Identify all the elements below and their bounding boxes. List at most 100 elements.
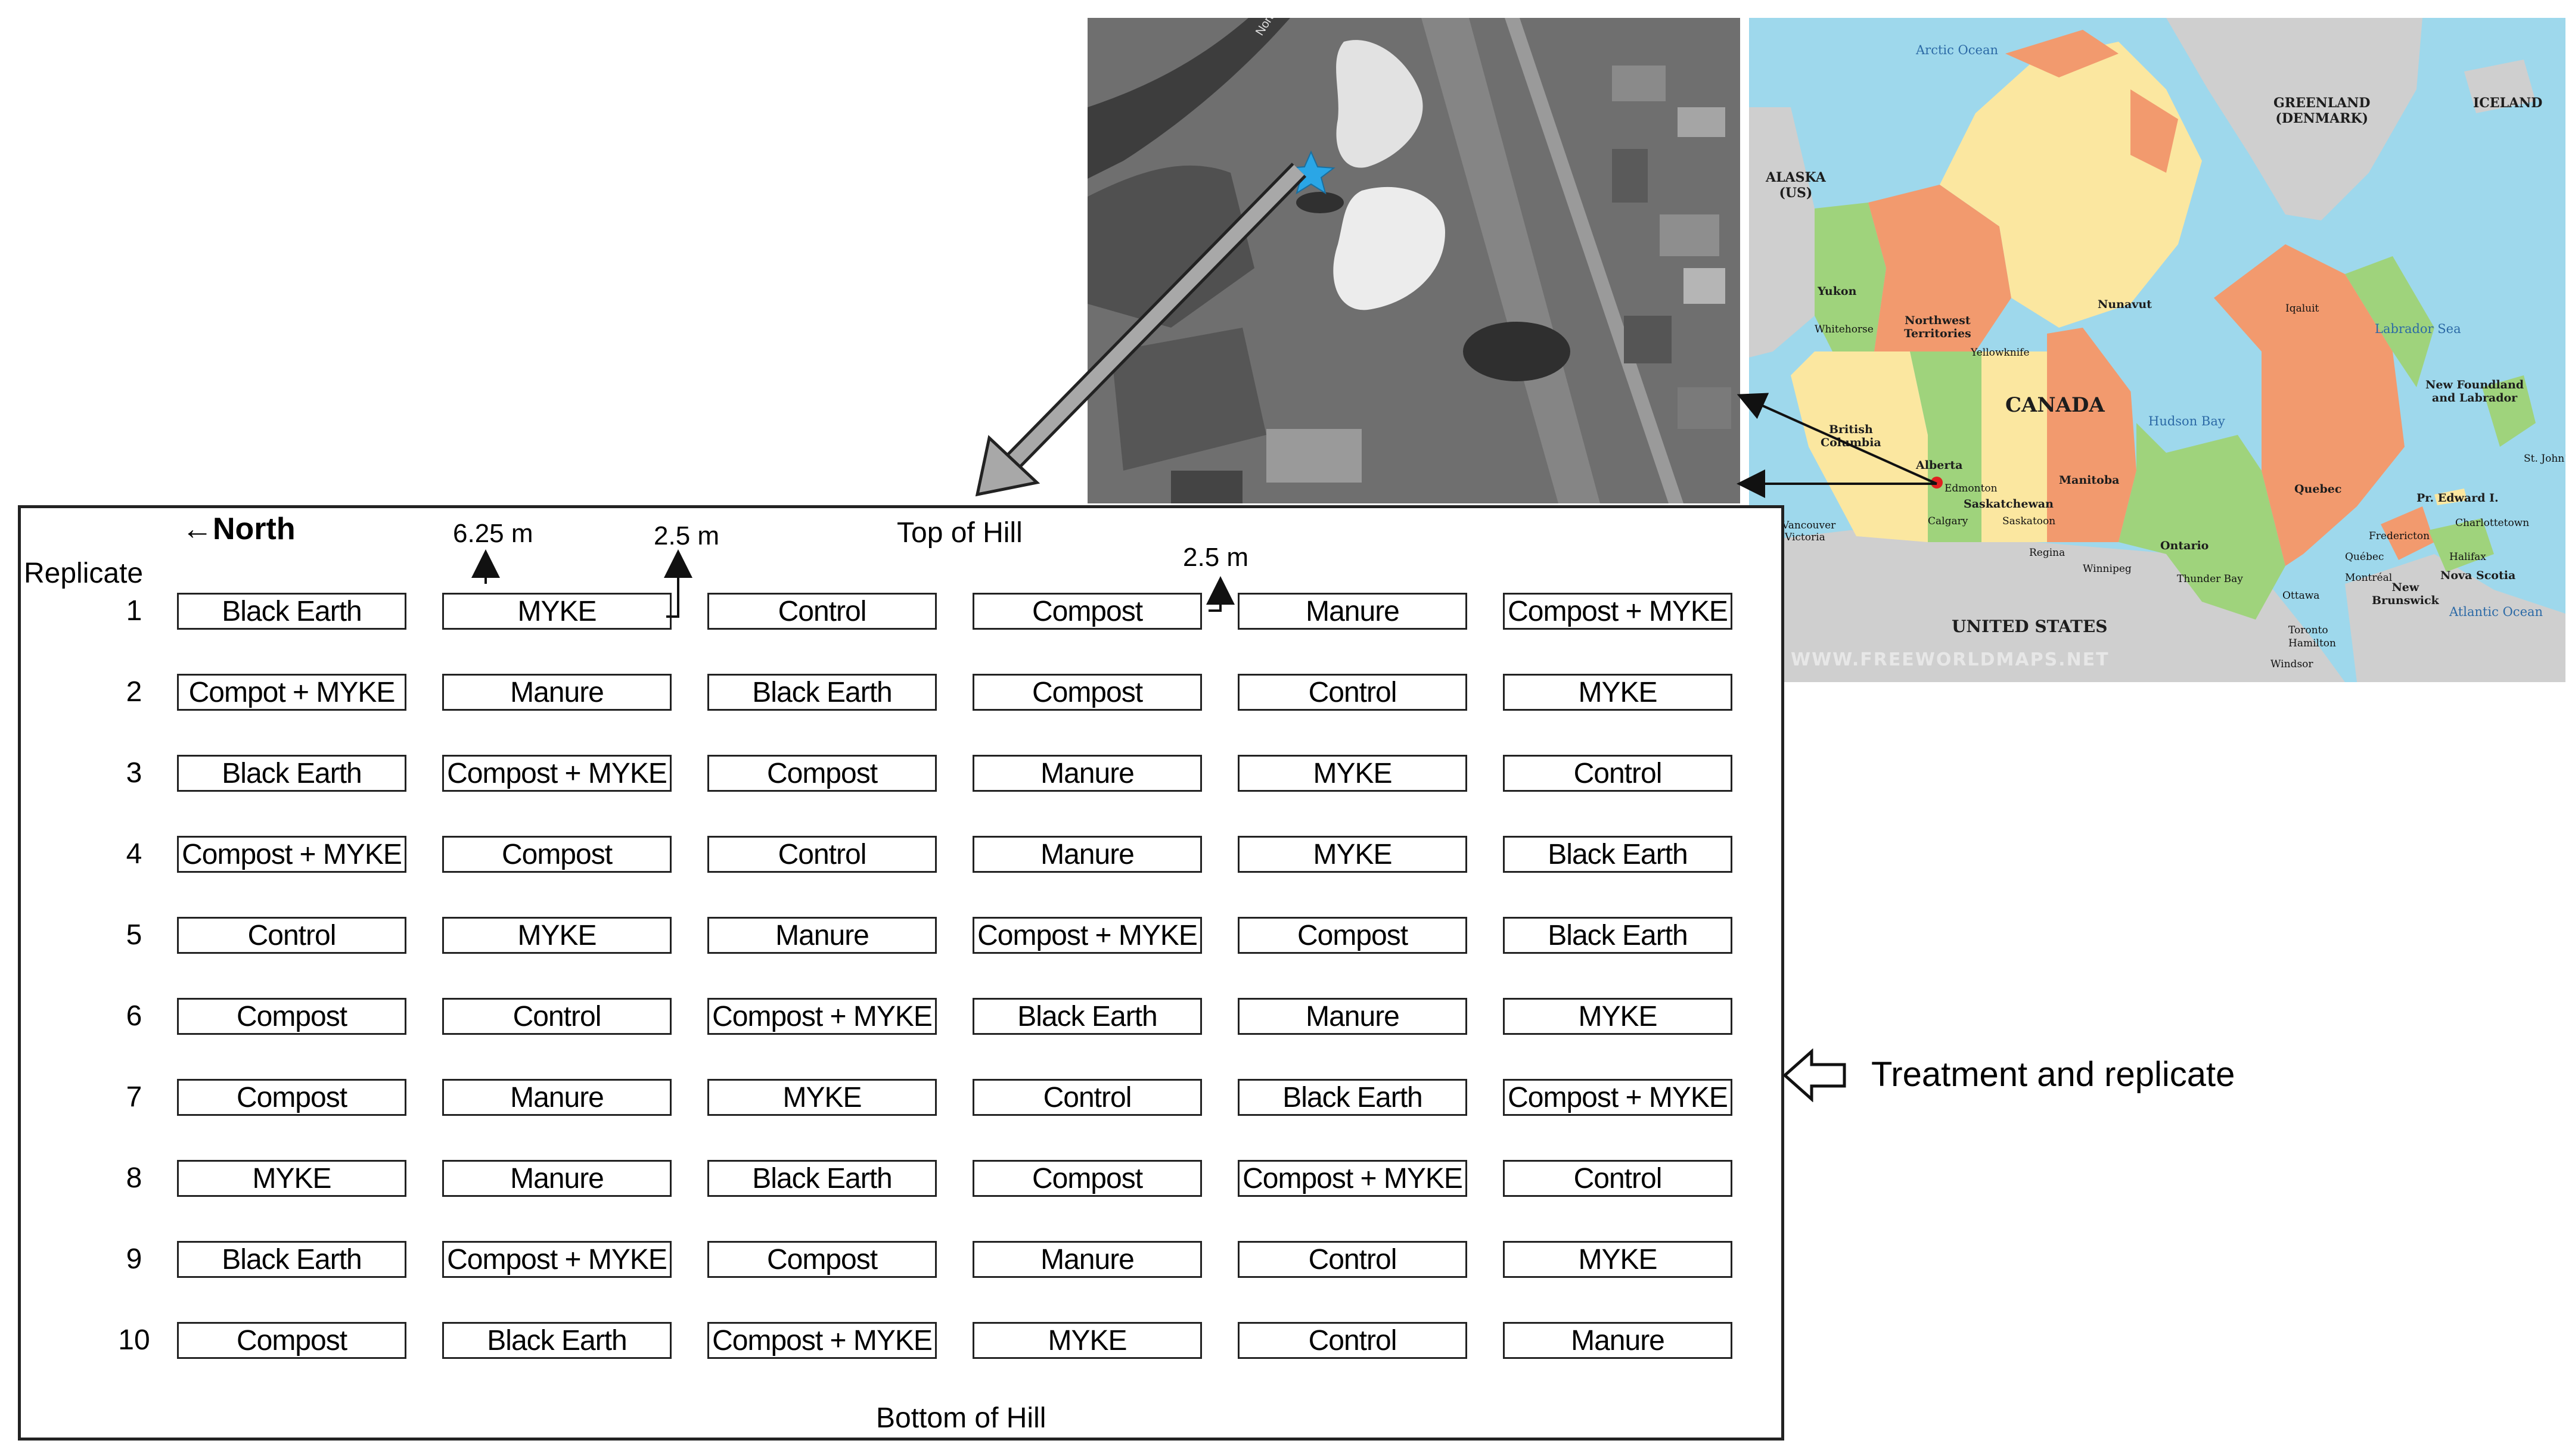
treatment-plot: Compost + MYKE — [1503, 593, 1732, 630]
map-city-quebec: Québec — [2345, 551, 2384, 563]
treatment-plot: Compost — [442, 836, 672, 873]
map-label-nb: New Brunswick — [2372, 581, 2439, 607]
replicate-number: 6 — [126, 1000, 142, 1032]
replicate-header: Replicate — [24, 558, 144, 589]
treatment-plot: Compost — [1238, 917, 1467, 954]
map-label-ns: Nova Scotia — [2440, 569, 2516, 582]
map-label-yukon: Yukon — [1818, 285, 1857, 298]
map-city-ottawa: Ottawa — [2282, 590, 2320, 602]
treatment-plot: Compost — [707, 755, 937, 792]
treatment-plot: Control — [973, 1079, 1202, 1116]
map-label-hudson-bay: Hudson Bay — [2148, 414, 2225, 428]
treatment-plot: MYKE — [707, 1079, 937, 1116]
treatment-plot: Black Earth — [177, 1241, 406, 1278]
treatment-plot: Manure — [973, 1241, 1202, 1278]
treatment-plot: Compost — [177, 1322, 406, 1359]
canada-map: Arctic Ocean Labrador Sea Hudson Bay Atl… — [1749, 18, 2565, 682]
treatment-plot: Control — [1238, 1322, 1467, 1359]
treatment-plot: Control — [1238, 674, 1467, 711]
map-label-nl: New Foundland and Labrador — [2425, 378, 2524, 405]
treatment-plot: Control — [707, 593, 937, 630]
map-label-pei: Pr. Edward I. — [2416, 491, 2499, 505]
replicate-number: 2 — [126, 676, 142, 708]
treatment-plot: Control — [177, 917, 406, 954]
map-city-toronto: Toronto — [2288, 624, 2328, 636]
treatment-plot: Compost — [973, 593, 1202, 630]
map-label-canada: CANADA — [2005, 393, 2105, 417]
map-city-vancouver: Vancouver — [1782, 519, 1836, 531]
map-label-iceland: ICELAND — [2473, 95, 2543, 111]
map-label-alberta: Alberta — [1916, 459, 1963, 472]
aerial-photo-graphic — [1088, 18, 1740, 503]
treatment-plot: Black Earth — [707, 674, 937, 711]
replicate-number: 10 — [118, 1324, 150, 1356]
treatment-plot: Black Earth — [1503, 917, 1732, 954]
treatment-plot: Compost + MYKE — [707, 998, 937, 1035]
map-city-yellowknife: Yellowknife — [1971, 347, 2030, 359]
aerial-photo: North — [1088, 18, 1740, 503]
treatment-plot: Compost — [177, 998, 406, 1035]
replicate-number: 1 — [126, 595, 142, 627]
treatment-plot: Manure — [1238, 998, 1467, 1035]
map-label-bc: British Columbia — [1821, 423, 1881, 449]
treatment-callout-arrow-icon — [1782, 1048, 1847, 1105]
treatment-plot: Compost — [707, 1241, 937, 1278]
treatment-plot: MYKE — [1503, 998, 1732, 1035]
top-of-hill-label: Top of Hill — [897, 517, 1023, 549]
treatment-plot: Compost + MYKE — [1238, 1160, 1467, 1197]
treatment-plot: Control — [707, 836, 937, 873]
treatment-plot: Black Earth — [973, 998, 1202, 1035]
map-label-labrador-sea: Labrador Sea — [2375, 322, 2461, 336]
dimension-row-gap: 2.5 m — [1183, 543, 1249, 572]
treatment-plot: Control — [1238, 1241, 1467, 1278]
treatment-plot: Control — [1503, 755, 1732, 792]
map-city-whitehorse: Whitehorse — [1815, 323, 1874, 335]
map-city-saskatoon: Saskatoon — [2002, 515, 2056, 527]
treatment-plot: MYKE — [1503, 674, 1732, 711]
treatment-plot: MYKE — [1238, 755, 1467, 792]
treatment-plot: Black Earth — [177, 593, 406, 630]
treatment-plot: Manure — [707, 917, 937, 954]
map-city-iqaluit: Iqaluit — [2285, 303, 2319, 315]
replicate-number: 8 — [126, 1162, 142, 1194]
replicate-number: 3 — [126, 757, 142, 789]
treatment-plot: Compost — [973, 1160, 1202, 1197]
dimension-plot-gap: 2.5 m — [654, 521, 720, 550]
replicate-number: 5 — [126, 919, 142, 951]
map-city-charlottetown: Charlottetown — [2455, 517, 2530, 529]
treatment-plot: Compost — [973, 674, 1202, 711]
treatment-plot: MYKE — [442, 593, 672, 630]
site-marker-icon — [1931, 477, 1943, 489]
map-city-winnipeg: Winnipeg — [2083, 563, 2132, 575]
map-city-montreal: Montréal — [2345, 572, 2393, 584]
treatment-plot: Compost + MYKE — [707, 1322, 937, 1359]
treatment-plot: Black Earth — [707, 1160, 937, 1197]
treatment-plot: Manure — [973, 836, 1202, 873]
treatment-callout-label: Treatment and replicate — [1871, 1055, 2235, 1094]
map-city-victoria: Victoria — [1785, 531, 1825, 543]
map-city-halifax: Halifax — [2449, 551, 2486, 563]
map-city-calgary: Calgary — [1928, 515, 1968, 527]
treatment-plot: Manure — [442, 1079, 672, 1116]
canada-map-graphic — [1749, 18, 2565, 682]
treatment-plot: Black Earth — [177, 755, 406, 792]
treatment-plot: MYKE — [973, 1322, 1202, 1359]
map-city-regina: Regina — [2029, 547, 2065, 559]
map-city-edmonton: Edmonton — [1945, 483, 1998, 494]
treatment-plot: Control — [442, 998, 672, 1035]
replicate-number: 9 — [126, 1243, 142, 1275]
map-city-hamilton: Hamilton — [2288, 637, 2336, 649]
treatment-plot: Compost + MYKE — [442, 755, 672, 792]
treatment-plot: Manure — [442, 674, 672, 711]
bottom-of-hill-label: Bottom of Hill — [876, 1402, 1046, 1434]
treatment-plot: Manure — [1238, 593, 1467, 630]
map-city-windsor: Windsor — [2270, 658, 2313, 670]
treatment-plot: Compost + MYKE — [177, 836, 406, 873]
treatment-plot: MYKE — [442, 917, 672, 954]
replicate-number: 7 — [126, 1081, 142, 1113]
treatment-plot: MYKE — [1503, 1241, 1732, 1278]
treatment-plot: Manure — [442, 1160, 672, 1197]
map-label-united-states: UNITED STATES — [1952, 617, 2108, 636]
treatment-plot: Compost — [177, 1079, 406, 1116]
treatment-plot: Manure — [973, 755, 1202, 792]
